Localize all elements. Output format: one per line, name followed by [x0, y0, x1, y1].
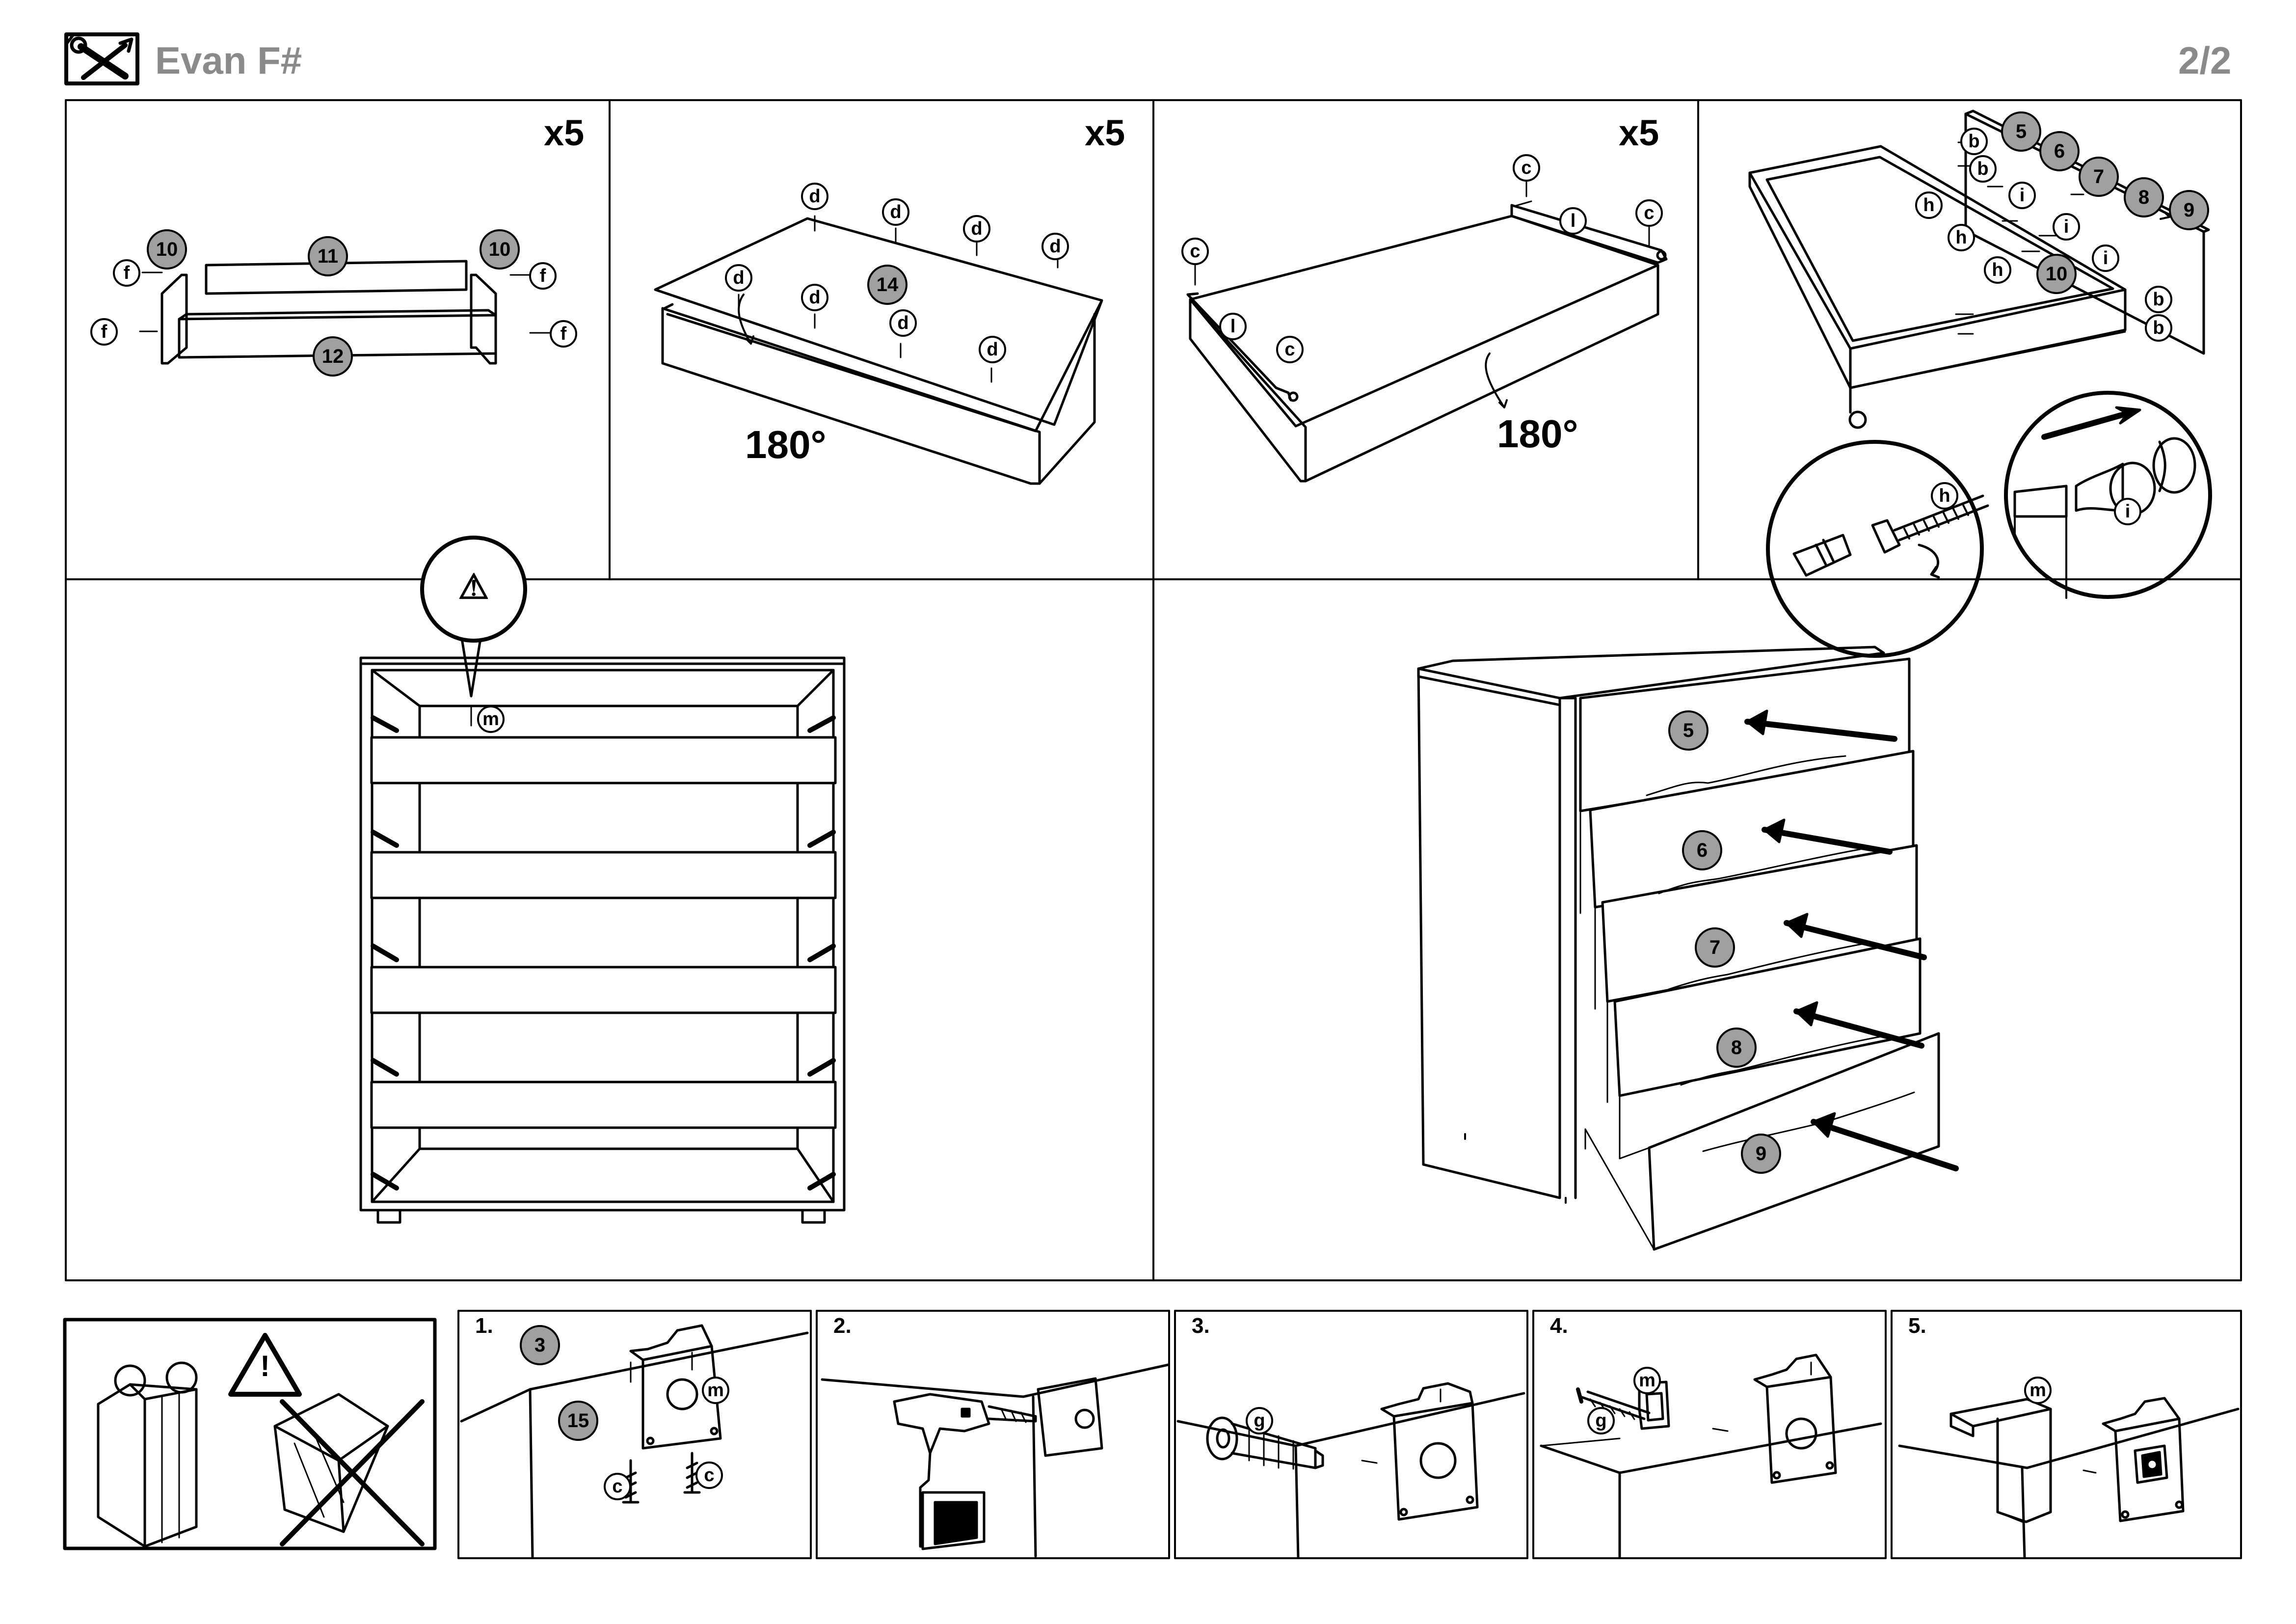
panel-2-multiplier: x5 [1085, 112, 1125, 153]
hardware-d: d [725, 264, 752, 292]
step-label-4: 4. [1550, 1314, 1568, 1338]
panel-2-rotation: 180° [745, 423, 827, 466]
carcass-front-drawing [359, 536, 846, 1224]
hardware-i: i [2114, 498, 2141, 525]
part-badge: 14 [867, 265, 908, 305]
hardware-f: f [113, 259, 140, 287]
hardware-i: i [2008, 182, 2036, 209]
panel-frames [63, 99, 2242, 1559]
part-badge: 10 [2036, 254, 2077, 294]
hardware-d: d [963, 215, 990, 243]
part-badge: 8 [1716, 1028, 1757, 1068]
step-label-3: 3. [1192, 1314, 1210, 1338]
step-5-drawing [1898, 1397, 2240, 1559]
detail-zoom-screw [1766, 440, 1989, 658]
document-title: Evan F# [155, 39, 302, 82]
hardware-m: m [1633, 1367, 1661, 1394]
hardware-h: h [1948, 224, 1975, 251]
hardware-c: c [1635, 199, 1663, 227]
hardware-h: h [1931, 482, 1958, 510]
part-badge: 8 [2124, 177, 2164, 217]
hardware-h: h [1915, 191, 1943, 219]
panel-1-multiplier: x5 [544, 112, 585, 153]
part-badge: 7 [1695, 927, 1735, 968]
step-label-5: 5. [1908, 1314, 1926, 1338]
part-badge: 7 [2079, 157, 2119, 197]
hardware-d: d [889, 309, 917, 337]
hardware-b: b [2145, 286, 2172, 313]
hardware-l: l [1559, 207, 1587, 235]
hardware-d: d [882, 198, 909, 226]
hardware-i: i [2053, 213, 2080, 241]
hardware-d: d [801, 284, 828, 311]
hardware-c: c [1276, 336, 1304, 363]
hardware-i: i [2092, 244, 2119, 272]
hardware-f: f [529, 262, 557, 290]
warning-tipping-drawing [97, 1333, 425, 1548]
part-badge: 6 [2039, 131, 2080, 171]
hardware-d: d [801, 183, 828, 210]
hardware-b: b [1960, 128, 1988, 155]
step-label-1: 1. [475, 1314, 493, 1338]
warning-icon: ! [260, 1350, 270, 1382]
hardware-f: f [90, 318, 118, 346]
chest-of-drawers-drawing [1417, 646, 1959, 1251]
panel-3-rotation: 180° [1497, 412, 1578, 456]
hardware-c: c [1181, 238, 1209, 265]
part-badge: 5 [2001, 111, 2041, 152]
hardware-m: m [477, 705, 505, 733]
part-badge: 5 [1668, 710, 1709, 751]
hardware-l: l [1219, 313, 1247, 340]
hardware-c: c [695, 1462, 723, 1489]
step-4-drawing [1540, 1353, 1882, 1559]
hardware-d: d [1041, 233, 1069, 260]
hardware-b: b [1969, 155, 1997, 183]
part-badge: 12 [313, 336, 353, 377]
step-1-drawing [460, 1324, 809, 1559]
drawer-bottom-drawing [654, 215, 1103, 485]
hardware-m: m [2024, 1377, 2052, 1404]
hardware-c: c [1513, 154, 1540, 182]
hardware-g: g [1246, 1407, 1273, 1435]
tools-icon [64, 32, 139, 85]
part-badge: 6 [1682, 830, 1722, 870]
part-badge: 11 [308, 236, 348, 276]
hardware-g: g [1587, 1407, 1615, 1435]
part-badge: 9 [1741, 1134, 1781, 1174]
hardware-f: f [550, 320, 577, 348]
hardware-h: h [1984, 256, 2011, 284]
part-badge: 15 [558, 1401, 598, 1441]
part-badge: 3 [520, 1325, 560, 1365]
part-badge: 10 [480, 229, 520, 270]
part-badge: 9 [2169, 190, 2209, 230]
step-3-drawing [1176, 1382, 1525, 1559]
page-number: 2/2 [2178, 39, 2232, 82]
step-2-drawing [821, 1363, 1170, 1558]
hardware-b: b [2145, 314, 2172, 342]
hardware-d: d [979, 336, 1006, 363]
warning-icon: ⚠ [458, 568, 489, 606]
hardware-c: c [604, 1473, 631, 1500]
drawer-runners-drawing [1186, 176, 1668, 483]
detail-zoom-dowel [2004, 391, 2212, 599]
panel-3-multiplier: x5 [1619, 112, 1659, 153]
hardware-m: m [702, 1377, 729, 1404]
part-badge: 10 [147, 229, 187, 270]
step-label-2: 2. [833, 1314, 852, 1338]
drawer-parts-drawing [139, 260, 551, 365]
